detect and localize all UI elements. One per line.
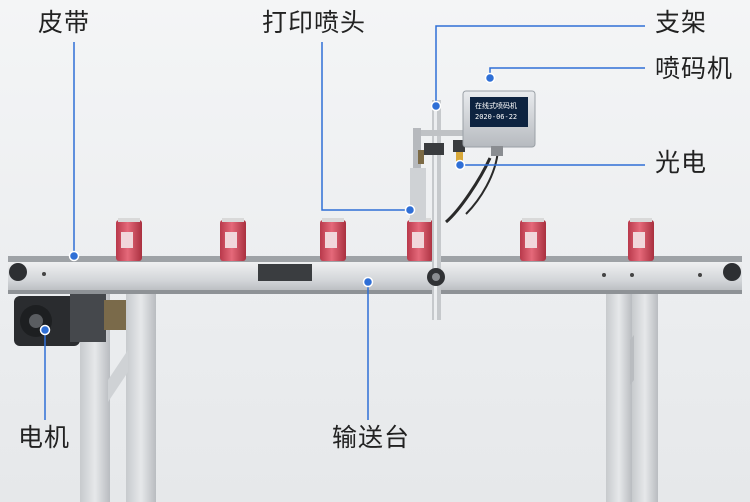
can [116, 218, 142, 261]
inkjet-coder: 在线式喷码机 2020-06-22 [462, 90, 536, 156]
coder-screen-line1: 在线式喷码机 [475, 101, 517, 110]
cans [116, 218, 654, 261]
can [520, 218, 546, 261]
can [220, 218, 246, 261]
callout-dots [39, 72, 496, 336]
frame-legs [80, 290, 658, 502]
can [628, 218, 654, 261]
label-motor: 电机 [18, 423, 71, 452]
can [320, 218, 346, 261]
label-bracket: 支架 [655, 8, 708, 37]
motor [14, 294, 126, 346]
label-conveyor-table: 输送台 [332, 423, 411, 452]
coder-screen-line2: 2020-06-22 [475, 113, 517, 121]
callouts [44, 25, 645, 420]
callout-head [321, 42, 410, 211]
label-belt: 皮带 [38, 8, 91, 37]
label-inkjet-coder: 喷码机 [655, 54, 734, 83]
callout-bracket [435, 25, 645, 106]
can [407, 218, 433, 261]
callout-coder [489, 67, 645, 78]
label-print-head: 打印喷头 [262, 8, 367, 37]
label-photoelectric: 光电 [655, 148, 708, 177]
conveyor-beam [8, 256, 742, 294]
